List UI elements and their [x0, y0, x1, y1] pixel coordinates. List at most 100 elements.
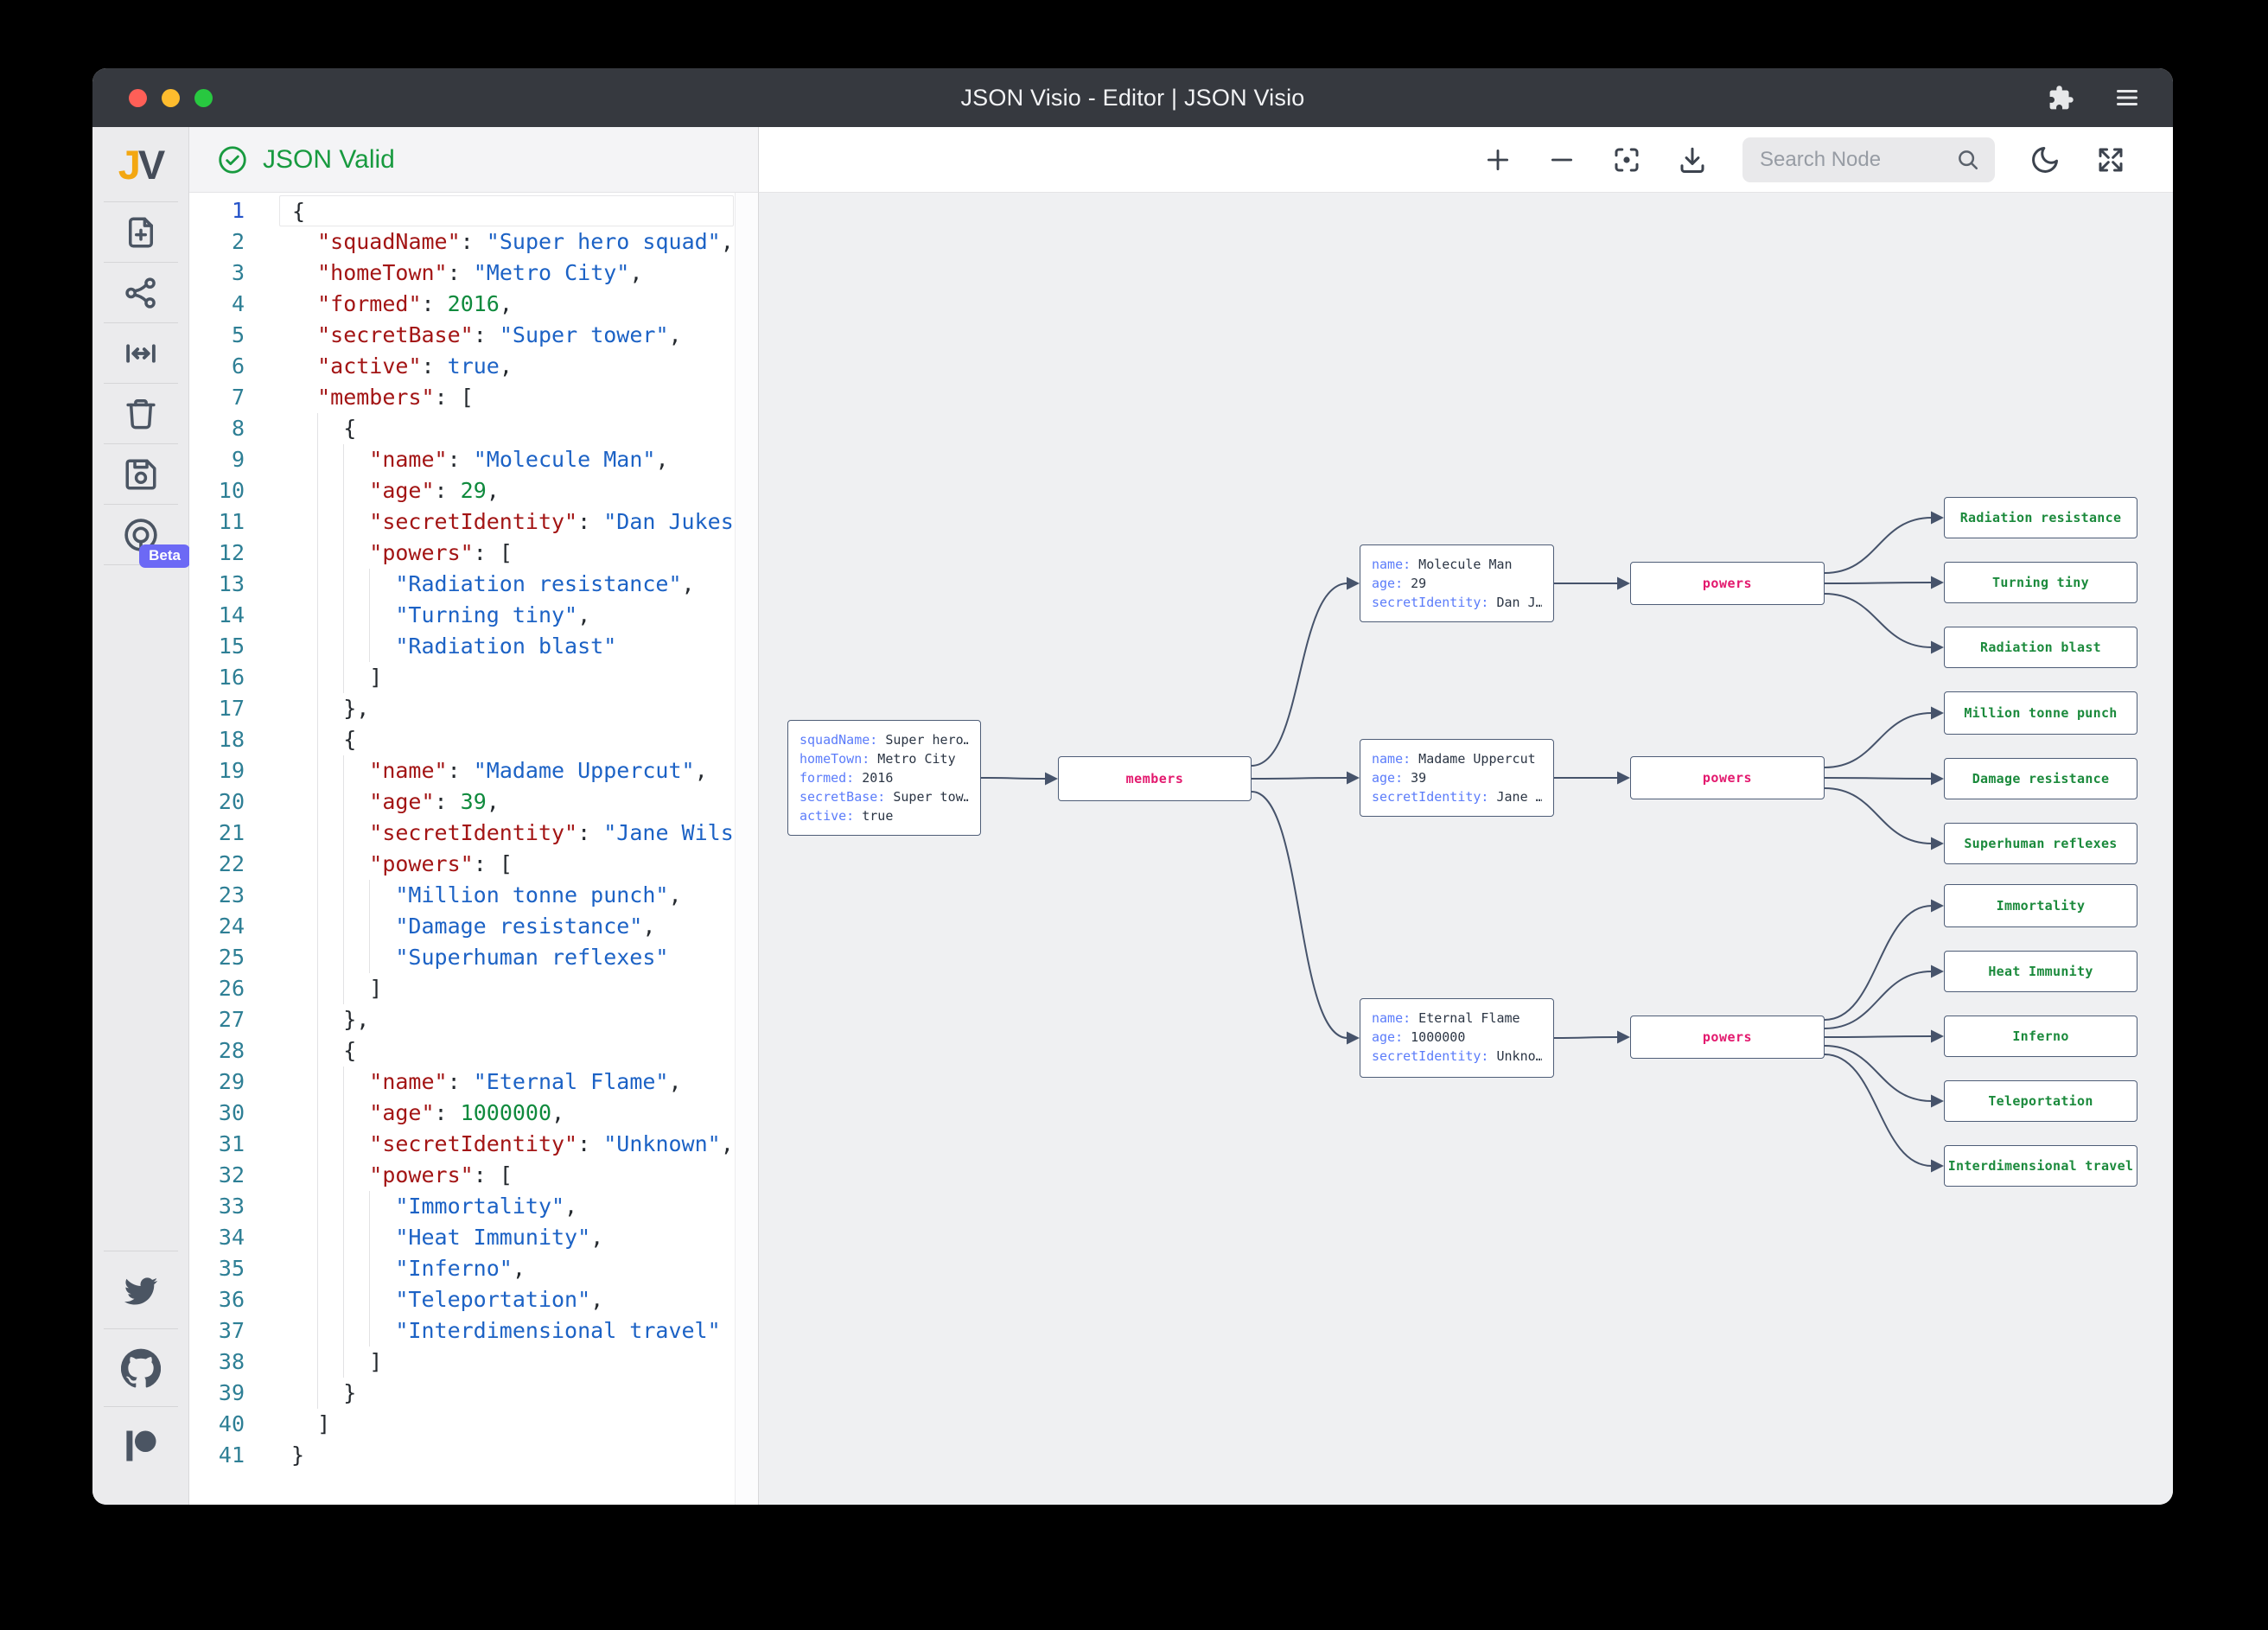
graph-node-l1[interactable]: Radiation resistance — [1944, 497, 2137, 538]
code-line[interactable]: 11 "secretIdentity": "Dan Jukes", — [189, 506, 758, 538]
code-line[interactable]: 3 "homeTown": "Metro City", — [189, 258, 758, 289]
line-content[interactable]: "active": true, — [279, 351, 734, 382]
line-content[interactable]: "age": 39, — [279, 786, 734, 818]
zoom-in-button[interactable] — [1483, 145, 1513, 175]
line-content[interactable]: ] — [279, 1347, 734, 1378]
line-content[interactable]: "name": "Eternal Flame", — [279, 1067, 734, 1098]
code-line[interactable]: 9 "name": "Molecule Man", — [189, 444, 758, 475]
line-content[interactable]: ] — [279, 1409, 734, 1440]
code-line[interactable]: 22 "powers": [ — [189, 849, 758, 880]
sidebar-item-save[interactable] — [92, 444, 188, 504]
line-content[interactable]: }, — [279, 693, 734, 724]
minimize-window-button[interactable] — [162, 88, 180, 107]
line-content[interactable]: { — [279, 724, 734, 755]
sidebar-item-patreon[interactable] — [92, 1407, 188, 1484]
graph-node-root[interactable]: squadName: Super hero…homeTown: Metro Ci… — [787, 720, 981, 836]
search-node-box[interactable] — [1742, 137, 1995, 182]
code-line[interactable]: 41} — [189, 1440, 758, 1471]
graph-node-l9[interactable]: Inferno — [1944, 1016, 2137, 1057]
code-line[interactable]: 6 "active": true, — [189, 351, 758, 382]
code-line[interactable]: 14 "Turning tiny", — [189, 600, 758, 631]
graph-node-l6[interactable]: Superhuman reflexes — [1944, 823, 2137, 864]
code-line[interactable]: 35 "Inferno", — [189, 1253, 758, 1284]
code-line[interactable]: 7 "members": [ — [189, 382, 758, 413]
code-line[interactable]: 13 "Radiation resistance", — [189, 569, 758, 600]
code-line[interactable]: 26 ] — [189, 973, 758, 1004]
graph-canvas[interactable]: squadName: Super hero…homeTown: Metro Ci… — [759, 193, 2173, 1505]
line-content[interactable]: ] — [279, 662, 734, 693]
code-line[interactable]: 23 "Million tonne punch", — [189, 880, 758, 911]
sidebar-item-share-graph[interactable] — [92, 263, 188, 322]
line-content[interactable]: ] — [279, 973, 734, 1004]
graph-node-l11[interactable]: Interdimensional travel — [1944, 1145, 2137, 1187]
code-line[interactable]: 12 "powers": [ — [189, 538, 758, 569]
line-content[interactable]: "secretBase": "Super tower", — [279, 320, 734, 351]
sidebar-item-twitter[interactable] — [92, 1251, 188, 1328]
graph-node-p1[interactable]: powers — [1630, 562, 1825, 605]
graph-node-l10[interactable]: Teleportation — [1944, 1080, 2137, 1122]
code-line[interactable]: 37 "Interdimensional travel" — [189, 1315, 758, 1347]
line-content[interactable]: "name": "Madame Uppercut", — [279, 755, 734, 786]
graph-node-l2[interactable]: Turning tiny — [1944, 562, 2137, 603]
sidebar-item-new-document[interactable] — [92, 202, 188, 262]
code-line[interactable]: 8 { — [189, 413, 758, 444]
code-line[interactable]: 20 "age": 39, — [189, 786, 758, 818]
sidebar-item-delete[interactable] — [92, 384, 188, 443]
line-content[interactable]: "Heat Immunity", — [279, 1222, 734, 1253]
code-line[interactable]: 15 "Radiation blast" — [189, 631, 758, 662]
menu-hamburger-icon[interactable] — [2114, 86, 2140, 109]
graph-node-l5[interactable]: Damage resistance — [1944, 758, 2137, 799]
graph-node-l8[interactable]: Heat Immunity — [1944, 951, 2137, 992]
code-line[interactable]: 5 "secretBase": "Super tower", — [189, 320, 758, 351]
line-content[interactable]: "powers": [ — [279, 538, 734, 569]
code-line[interactable]: 10 "age": 29, — [189, 475, 758, 506]
line-content[interactable]: "squadName": "Super hero squad", — [279, 226, 734, 258]
code-line[interactable]: 17 }, — [189, 693, 758, 724]
code-line[interactable]: 34 "Heat Immunity", — [189, 1222, 758, 1253]
close-window-button[interactable] — [129, 88, 147, 107]
line-content[interactable]: "members": [ — [279, 382, 734, 413]
line-content[interactable]: "homeTown": "Metro City", — [279, 258, 734, 289]
code-line[interactable]: 36 "Teleportation", — [189, 1284, 758, 1315]
dark-mode-moon-icon[interactable] — [2029, 144, 2061, 175]
code-line[interactable]: 33 "Immortality", — [189, 1191, 758, 1222]
line-content[interactable]: "secretIdentity": "Dan Jukes", — [279, 506, 734, 538]
zoom-window-button[interactable] — [194, 88, 213, 107]
fullscreen-button[interactable] — [2095, 144, 2126, 175]
code-line[interactable]: 2 "squadName": "Super hero squad", — [189, 226, 758, 258]
line-content[interactable]: "secretIdentity": "Unknown", — [279, 1129, 734, 1160]
code-line[interactable]: 39 } — [189, 1378, 758, 1409]
graph-node-p3[interactable]: powers — [1630, 1016, 1825, 1059]
json-editor[interactable]: 1{2 "squadName": "Super hero squad",3 "h… — [189, 193, 759, 1505]
line-content[interactable]: "powers": [ — [279, 1160, 734, 1191]
graph-node-l7[interactable]: Immortality — [1944, 884, 2137, 927]
code-line[interactable]: 32 "powers": [ — [189, 1160, 758, 1191]
code-line[interactable]: 19 "name": "Madame Uppercut", — [189, 755, 758, 786]
line-content[interactable]: } — [279, 1378, 734, 1409]
line-content[interactable]: "Radiation resistance", — [279, 569, 734, 600]
editor-scrollbar[interactable] — [735, 193, 758, 1505]
code-line[interactable]: 4 "formed": 2016, — [189, 289, 758, 320]
line-content[interactable]: "powers": [ — [279, 849, 734, 880]
sidebar-item-fit-width[interactable] — [92, 323, 188, 383]
line-content[interactable]: { — [279, 1035, 734, 1067]
line-content[interactable]: "secretIdentity": "Jane Wilson", — [279, 818, 734, 849]
code-line[interactable]: 18 { — [189, 724, 758, 755]
line-content[interactable]: "formed": 2016, — [279, 289, 734, 320]
code-line[interactable]: 28 { — [189, 1035, 758, 1067]
code-line[interactable]: 25 "Superhuman reflexes" — [189, 942, 758, 973]
download-button[interactable] — [1677, 144, 1708, 175]
code-line[interactable]: 29 "name": "Eternal Flame", — [189, 1067, 758, 1098]
code-line[interactable]: 21 "secretIdentity": "Jane Wilson", — [189, 818, 758, 849]
line-content[interactable]: "Interdimensional travel" — [279, 1315, 734, 1347]
line-content[interactable]: "age": 1000000, — [279, 1098, 734, 1129]
line-content[interactable]: "Immortality", — [279, 1191, 734, 1222]
code-line[interactable]: 16 ] — [189, 662, 758, 693]
line-content[interactable]: "Inferno", — [279, 1253, 734, 1284]
line-content[interactable]: "name": "Molecule Man", — [279, 444, 734, 475]
line-content[interactable]: { — [279, 413, 734, 444]
line-content[interactable]: "Teleportation", — [279, 1284, 734, 1315]
